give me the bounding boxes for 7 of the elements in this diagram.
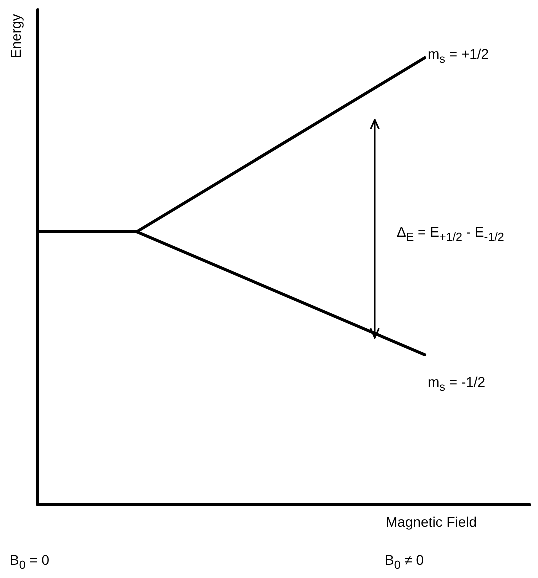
energy-gap-label: Δ$_{E}$ = E$_{+1/2}$ - E$_{-1/2}$ — [397, 224, 504, 245]
axis-title: Magnetic Field — [386, 514, 478, 531]
field-condition-label: B$_{0}$ = 0 — [10, 552, 50, 573]
energy-level-label: m$_{s}$ = -1/2 — [428, 374, 486, 395]
field-condition-label: B$_{0}$ ≠ 0 — [385, 552, 424, 573]
axis-title: Energy — [8, 14, 25, 59]
energy-level-label: m$_{s}$ = +1/2 — [428, 46, 490, 67]
